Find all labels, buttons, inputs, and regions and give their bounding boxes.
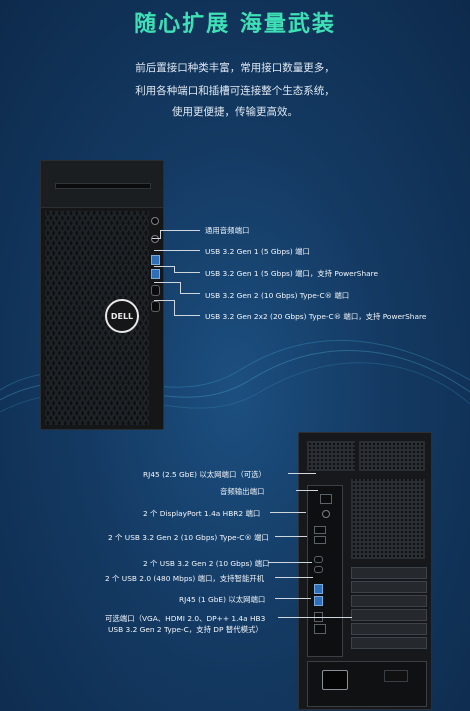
callout-line: [154, 266, 174, 267]
rear-vent-grid: [307, 441, 355, 471]
front-tower-image: DELL: [40, 160, 164, 430]
tower-top-panel: [41, 161, 163, 208]
displayport-icon: [314, 526, 326, 534]
front-callout-usb-gen1: USB 3.2 Gen 1 (5 Gbps) 端口: [205, 247, 310, 256]
ethernet-port-icon: [320, 494, 332, 504]
page-title: 随心扩展 海量武装: [134, 12, 336, 37]
callout-line: [296, 490, 318, 491]
usb-a-port-icon: [314, 584, 323, 594]
usb-a-port-icon: [151, 269, 160, 279]
callout-line: [288, 473, 316, 474]
usb-a-port-icon: [314, 596, 323, 606]
callout-line: [180, 293, 200, 294]
front-callout-usb-c-gen2x2: USB 3.2 Gen 2x2 (20 Gbps) Type-C® 端口，支持 …: [205, 312, 427, 321]
dell-logo: DELL: [105, 299, 139, 333]
callout-line: [180, 282, 181, 293]
front-port-column: [149, 211, 161, 321]
rear-fan-grid: [351, 479, 425, 559]
front-callout-usb-gen1-powershare: USB 3.2 Gen 1 (5 Gbps) 端口，支持 PowerShare: [205, 269, 379, 278]
usb-c-port-icon: [314, 556, 323, 563]
psu-handle: [384, 670, 408, 682]
front-callout-usb-c-gen2: USB 3.2 Gen 2 (10 Gbps) Type-C® 端口: [205, 291, 350, 300]
callout-line: [152, 238, 160, 239]
rear-vent-grid: [359, 441, 425, 471]
usb-a-port-icon: [151, 255, 160, 265]
rear-callout-audio-out: 音频输出端口: [220, 487, 265, 496]
callout-line: [275, 536, 307, 537]
front-callout-audio: 通用音频端口: [205, 226, 250, 235]
callout-line: [174, 272, 200, 273]
callout-line: [160, 230, 200, 231]
rear-callout-rj45-1g: RJ45 (1 GbE) 以太网端口: [179, 595, 266, 604]
expansion-slot: [351, 581, 427, 593]
expansion-slot: [351, 567, 427, 579]
rear-io-panel: [307, 485, 343, 657]
rear-callout-optional-2: USB 3.2 Gen 2 Type-C，支持 DP 替代模式）: [108, 625, 263, 634]
callout-line: [154, 250, 200, 251]
callout-line: [275, 598, 311, 599]
usb-c-port-icon: [314, 566, 323, 573]
rear-callout-usb2: 2 个 USB 2.0 (480 Mbps) 端口，支持智能开机: [105, 574, 265, 583]
callout-line: [174, 300, 175, 315]
power-button-icon: [151, 217, 159, 225]
audio-jack-icon: [151, 235, 159, 243]
callout-line: [268, 562, 312, 563]
expansion-slot: [351, 595, 427, 607]
callout-line: [270, 512, 306, 513]
callout-line: [160, 230, 161, 239]
usb-c-port-icon: [151, 285, 160, 296]
expansion-slot: [351, 623, 427, 635]
rear-callout-usb-a: 2 个 USB 3.2 Gen 2 (10 Gbps) 端口: [143, 559, 270, 568]
rear-tower-image: [298, 432, 432, 710]
description-line-1: 前后置接口种类丰富，常用接口数量更多，: [135, 62, 335, 74]
callout-line: [278, 617, 352, 618]
callout-line: [174, 315, 200, 316]
callout-line: [174, 266, 175, 272]
ethernet-port-icon: [314, 624, 326, 634]
rear-callout-usb-c: 2 个 USB 3.2 Gen 2 (10 Gbps) Type-C® 端口: [108, 533, 269, 542]
optical-slot: [55, 183, 151, 189]
expansion-slot: [351, 637, 427, 649]
usb-c-port-icon: [151, 301, 160, 312]
callout-line: [154, 282, 180, 283]
rear-callout-rj45-25g: RJ45 (2.5 GbE) 以太网端口（可选）: [143, 470, 266, 479]
power-plug-icon: [322, 670, 348, 690]
power-supply: [307, 661, 427, 707]
description-line-3: 使用更便捷，传输更高效。: [172, 106, 298, 118]
expansion-slot: [351, 609, 427, 621]
rear-callout-displayport: 2 个 DisplayPort 1.4a HBR2 端口: [143, 509, 261, 518]
description-line-2: 利用各种端口和插槽可连接整个生态系统，: [135, 85, 335, 97]
rear-callout-optional-1: 可选端口（VGA、HDMI 2.0、DP++ 1.4a HB3: [105, 614, 266, 623]
audio-out-icon: [322, 510, 330, 518]
callout-line: [154, 300, 174, 301]
displayport-icon: [314, 536, 326, 544]
callout-line: [275, 577, 313, 578]
